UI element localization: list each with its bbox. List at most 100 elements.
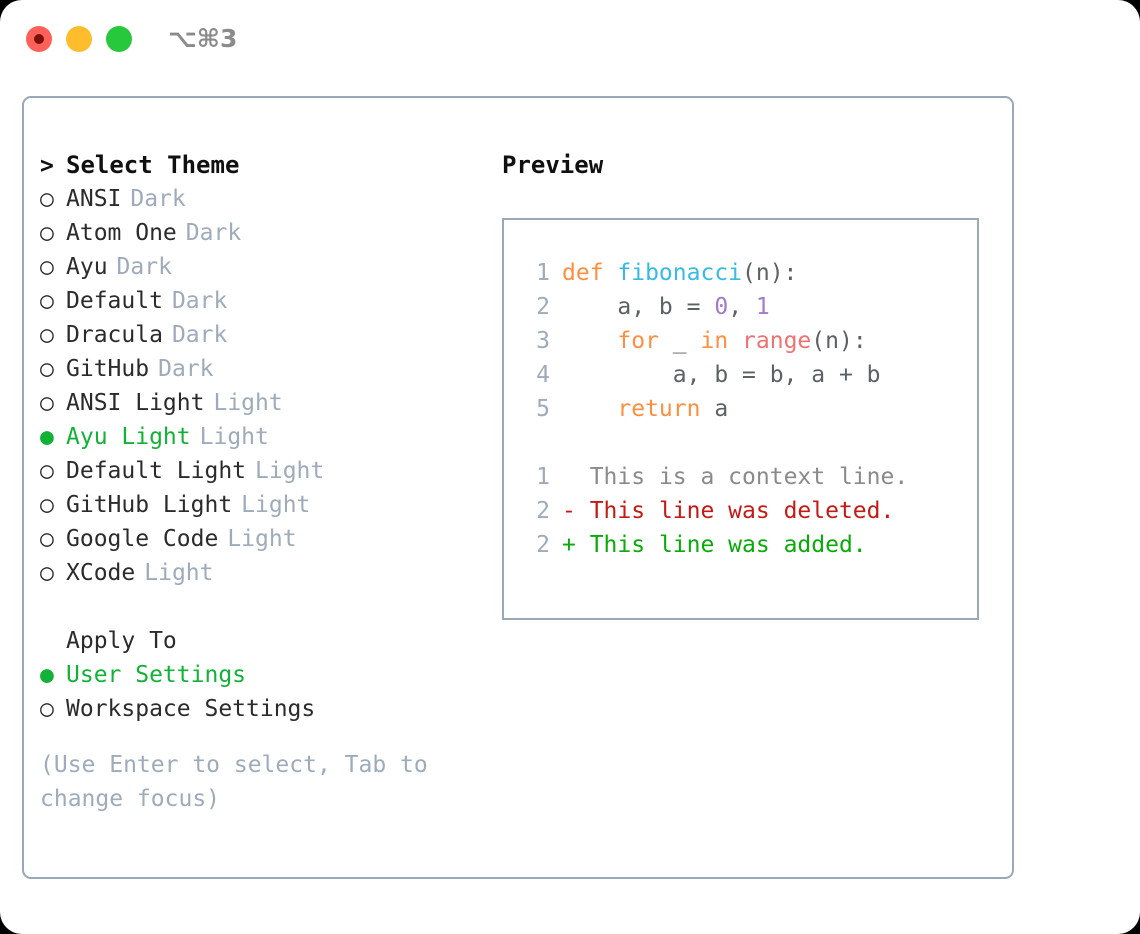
code-token-plain: (n): — [811, 328, 867, 354]
theme-option-variant-tag: Light — [227, 526, 297, 552]
theme-option-variant-tag: Light — [144, 560, 214, 586]
line-number: 2 — [536, 294, 550, 320]
close-button[interactable] — [26, 26, 52, 52]
code-token-kw: in — [700, 328, 729, 354]
line-number: 4 — [536, 362, 550, 388]
code-token-plain: a — [700, 396, 729, 422]
radio-unselected-icon: ○ — [40, 492, 54, 518]
theme-option-label: Atom One — [66, 220, 177, 246]
theme-option-variant-tag: Dark — [158, 356, 214, 382]
apply-to-option-label: User Settings — [66, 662, 247, 688]
theme-option-label: XCode — [66, 560, 136, 586]
code-token-kw: for — [617, 328, 659, 354]
hint-text: (Use Enter to select, Tab to change focu… — [40, 752, 428, 812]
blank-bullet-icon: ○ — [40, 624, 66, 658]
theme-option-variant-tag: Light — [213, 390, 283, 416]
line-number: 3 — [536, 328, 550, 354]
radio-unselected-icon: ○ — [40, 696, 54, 722]
radio-unselected-icon: ○ — [40, 254, 54, 280]
select-theme-title: Select Theme — [66, 151, 240, 179]
theme-option-label: Ayu — [66, 254, 108, 280]
preview-gap — [504, 426, 977, 460]
code-line: 2 a, b = 0, 1 — [504, 290, 977, 324]
zoom-button[interactable] — [106, 26, 132, 52]
radio-unselected-icon: ○ — [40, 186, 54, 212]
theme-option-ansi-light[interactable]: ○ ANSI Light Light — [40, 386, 490, 420]
list-spacer — [40, 590, 490, 624]
diff-line-add: 2 + This line was added. — [504, 528, 977, 562]
code-token-plain — [562, 328, 617, 354]
apply-to-option-user-settings[interactable]: ● User Settings — [40, 658, 490, 692]
theme-option-variant-tag: Dark — [185, 220, 242, 246]
radio-unselected-icon: ○ — [40, 220, 54, 246]
theme-option-variant-tag: Dark — [116, 254, 172, 280]
radio-selected-icon: ● — [40, 662, 54, 688]
code-token-plain: , — [728, 294, 756, 320]
theme-option-variant-tag: Dark — [130, 186, 186, 212]
select-theme-header: > Select Theme — [40, 148, 490, 182]
theme-option-label: GitHub — [66, 356, 150, 382]
title-bar: ⌥⌘3 — [0, 0, 1140, 78]
diff-marker: - — [562, 498, 576, 524]
theme-option-google-code[interactable]: ○ Google Code Light — [40, 522, 490, 556]
line-number: 1 — [536, 464, 550, 490]
theme-option-github[interactable]: ○ GitHub Dark — [40, 352, 490, 386]
diff-text: This is a context line. — [575, 464, 909, 490]
apply-to-title: Apply To — [66, 628, 177, 654]
code-token-num: 1 — [755, 294, 770, 320]
theme-option-label: ANSI Light — [66, 390, 205, 416]
theme-option-label: Ayu Light — [66, 424, 191, 450]
radio-unselected-icon: ○ — [40, 390, 54, 416]
apply-to-option-workspace-settings[interactable]: ○ Workspace Settings — [40, 692, 490, 726]
theme-option-variant-tag: Light — [255, 458, 325, 484]
radio-unselected-icon: ○ — [40, 526, 54, 552]
theme-option-variant-tag: Light — [241, 492, 311, 518]
radio-unselected-icon: ○ — [40, 560, 54, 586]
diff-text: This line was added. — [575, 532, 867, 558]
theme-option-variant-tag: Light — [199, 424, 269, 450]
diff-marker: + — [562, 532, 576, 558]
apply-to-header: ○Apply To — [40, 624, 490, 658]
apply-to-option-label: Workspace Settings — [66, 696, 316, 722]
line-number: 2 — [536, 532, 550, 558]
theme-option-variant-tag: Dark — [171, 288, 228, 314]
code-token-kw: return — [617, 396, 701, 422]
line-number: 1 — [536, 260, 550, 286]
preview-heading: Preview — [502, 151, 604, 179]
code-token-kw: def — [562, 260, 618, 286]
diff-line-del: 2- This line was deleted. — [504, 494, 977, 528]
apply-to-list: ● User Settings ○ Workspace Settings — [40, 658, 490, 726]
diff-text: This line was deleted. — [575, 498, 895, 524]
theme-option-label: Default — [66, 288, 163, 314]
radio-unselected-icon: ○ — [40, 458, 54, 484]
theme-option-label: Dracula — [66, 322, 163, 348]
theme-option-xcode[interactable]: ○ XCode Light — [40, 556, 490, 590]
diff-marker — [562, 464, 576, 490]
minimize-button[interactable] — [66, 26, 92, 52]
code-token-plain: _ — [658, 328, 701, 354]
code-token-call: range — [742, 328, 812, 354]
code-token-plain — [728, 328, 742, 354]
code-token-plain: a, b = — [562, 294, 715, 320]
theme-option-atom-one[interactable]: ○ Atom One Dark — [40, 216, 490, 250]
radio-unselected-icon: ○ — [40, 356, 54, 382]
radio-unselected-icon: ○ — [40, 288, 54, 314]
theme-option-default[interactable]: ○ Default Dark — [40, 284, 490, 318]
line-number: 5 — [536, 396, 550, 422]
theme-option-label: Google Code — [66, 526, 219, 552]
code-line: 3 for _ in range(n): — [504, 324, 977, 358]
caret-icon: > — [40, 153, 54, 179]
theme-option-ayu[interactable]: ○ Ayu Dark — [40, 250, 490, 284]
code-line: 5 return a — [504, 392, 977, 426]
code-token-fn: fibonacci — [617, 260, 743, 286]
code-token-num: 0 — [714, 294, 729, 320]
